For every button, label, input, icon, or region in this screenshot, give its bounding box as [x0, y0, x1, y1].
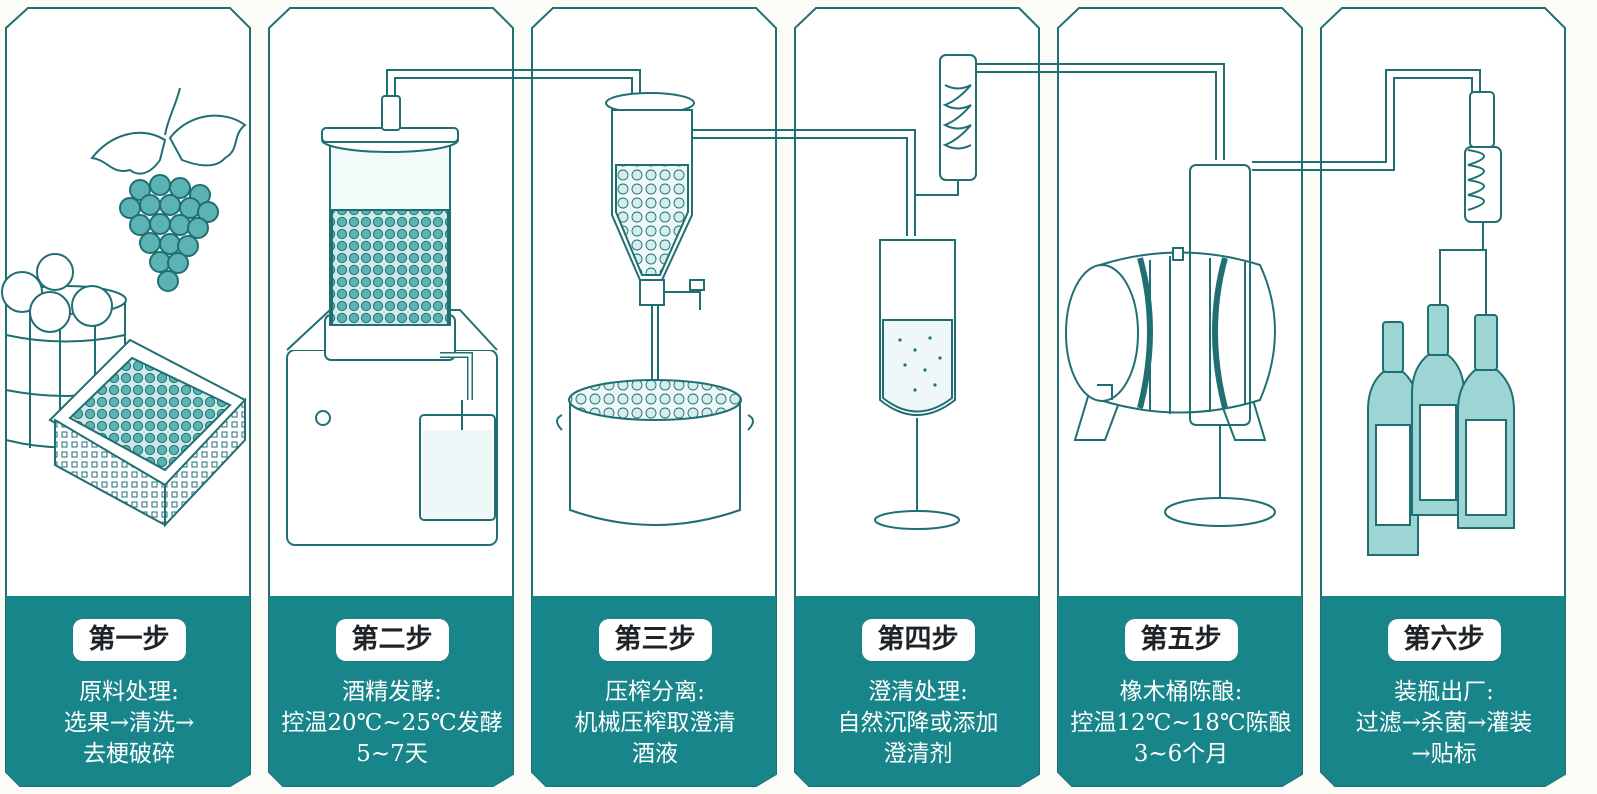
step-2-badge-wrap: 第二步: [269, 615, 515, 665]
step-3-title: 压榨分离:: [532, 677, 778, 708]
step-4-badge: 第四步: [862, 619, 975, 661]
step-3-badge: 第三步: [599, 619, 712, 661]
step-5-badge: 第五步: [1125, 619, 1238, 661]
step-6-detail-2: →贴标: [1321, 739, 1567, 770]
step-2-detail-1: 控温20℃~25℃发酵: [269, 708, 515, 739]
step-6-description: 装瓶出厂: 过滤→杀菌→灌装 →贴标: [1321, 677, 1567, 777]
step-5-description: 橡木桶陈酿: 控温12℃~18℃陈酿 3~6个月: [1058, 677, 1304, 777]
step-1-description: 原料处理: 选果→清洗→ 去梗破碎: [6, 677, 252, 777]
step-2-description: 酒精发酵: 控温20℃~25℃发酵 5~7天: [269, 677, 515, 777]
step-6-detail-1: 过滤→杀菌→灌装: [1321, 708, 1567, 739]
step-4-detail-2: 澄清剂: [795, 739, 1041, 770]
step-6-title: 装瓶出厂:: [1321, 677, 1567, 708]
step-3-detail-1: 机械压榨取澄清: [532, 708, 778, 739]
step-2-badge: 第二步: [336, 619, 449, 661]
step-2-detail-2: 5~7天: [269, 739, 515, 770]
step-1-badge-wrap: 第一步: [6, 615, 252, 665]
step-4-badge-wrap: 第四步: [795, 615, 1041, 665]
step-5-detail-1: 控温12℃~18℃陈酿: [1058, 708, 1304, 739]
step-3-badge-wrap: 第三步: [532, 615, 778, 665]
step-1-detail-1: 选果→清洗→: [6, 708, 252, 739]
step-2-title: 酒精发酵:: [269, 677, 515, 708]
step-1-badge: 第一步: [73, 619, 186, 661]
step-3-description: 压榨分离: 机械压榨取澄清 酒液: [532, 677, 778, 777]
step-6-badge-wrap: 第六步: [1321, 615, 1567, 665]
step-3-detail-2: 酒液: [532, 739, 778, 770]
step-5-title: 橡木桶陈酿:: [1058, 677, 1304, 708]
step-5-badge-wrap: 第五步: [1058, 615, 1304, 665]
step-4-description: 澄清处理: 自然沉降或添加 澄清剂: [795, 677, 1041, 777]
step-1-title: 原料处理:: [6, 677, 252, 708]
step-5-detail-2: 3~6个月: [1058, 739, 1304, 770]
step-4-title: 澄清处理:: [795, 677, 1041, 708]
step-1-detail-2: 去梗破碎: [6, 739, 252, 770]
step-6-badge: 第六步: [1388, 619, 1501, 661]
step-4-detail-1: 自然沉降或添加: [795, 708, 1041, 739]
